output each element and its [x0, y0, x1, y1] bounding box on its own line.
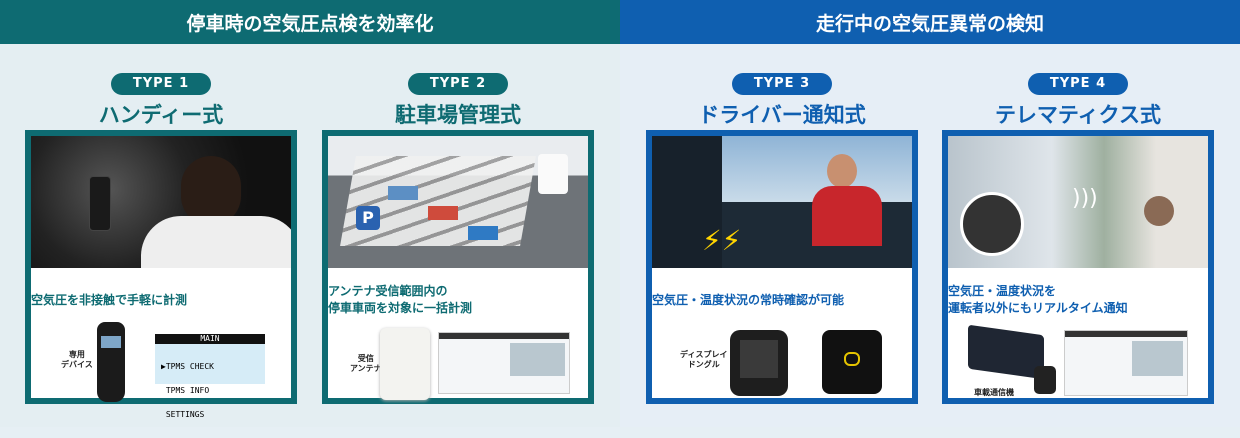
section-header: 停車時の空気圧点検を効率化 [0, 0, 620, 44]
type-description: 停車車両を対象に一括計測 [328, 301, 473, 315]
menu-item: TPMS INFO [161, 386, 210, 395]
type-title: ドライバー通知式 [698, 103, 866, 127]
type-description: アンテナ受信範囲内の [328, 284, 448, 298]
product-label: ドングル [687, 360, 720, 369]
dashboard-screenshot [438, 332, 570, 394]
handheld-device-image [97, 322, 125, 402]
dashboard-screenshot [1064, 330, 1188, 396]
product-label: 専用 [68, 350, 85, 359]
type-card: ⚡⚡ 空気圧・温度状況の常時確認が可能 ディスプレイ ドングル [646, 130, 918, 404]
product-label: 受信 [357, 354, 374, 363]
device-menu-screen: MAIN ▶TPMS CHECK TPMS INFO SETTINGS [155, 334, 265, 419]
parking-lot-illustration: P [328, 136, 588, 268]
dongle-display-screen [822, 330, 882, 394]
display-dongle-image [730, 330, 788, 396]
type-title: テレマティクス式 [994, 103, 1162, 127]
menu-item: SETTINGS [161, 410, 205, 419]
type-description: 空気圧・温度状況を [948, 284, 1057, 298]
menu-item: ▶TPMS CHECK [161, 362, 214, 371]
type-card: 空気圧を非接触で手軽に計測 専用 デバイス MAIN ▶TPMS CHECK T… [25, 130, 297, 419]
type-card: ))) 空気圧・温度状況を 運転者以外にもリアルタイム通知 車載通信機 [942, 130, 1214, 404]
product-label: 車載通信機 [974, 388, 1014, 397]
type-title: 駐車場管理式 [395, 103, 521, 127]
dongle-image [1034, 366, 1056, 394]
product-label: アンテナ [350, 364, 382, 373]
type-description: 空気圧・温度状況の常時確認が可能 [652, 292, 845, 307]
section-header: 走行中の空気圧異常の検知 [620, 0, 1240, 44]
telematics-photo: ))) [948, 136, 1208, 268]
type-badge: TYPE 4 [1028, 73, 1128, 95]
antenna-image [380, 328, 430, 400]
type-badge: TYPE 2 [408, 73, 508, 95]
type-title: ハンディー式 [98, 103, 224, 127]
type-badge: TYPE 3 [732, 73, 832, 95]
menu-title: MAIN [155, 334, 265, 344]
type-badge: TYPE 1 [111, 73, 211, 95]
type-card: P アンテナ受信範囲内の 停車車両を対象に一括計測 受信 アンテナ [322, 130, 594, 404]
type-description: 空気圧を非接触で手軽に計測 [31, 292, 188, 307]
handheld-photo [31, 136, 291, 268]
product-label: ディスプレイ [680, 350, 728, 359]
driver-illustration: ⚡⚡ [652, 136, 912, 268]
product-label: デバイス [61, 360, 93, 369]
telematics-unit-image [968, 324, 1044, 380]
type-description: 運転者以外にもリアルタイム通知 [948, 301, 1128, 315]
